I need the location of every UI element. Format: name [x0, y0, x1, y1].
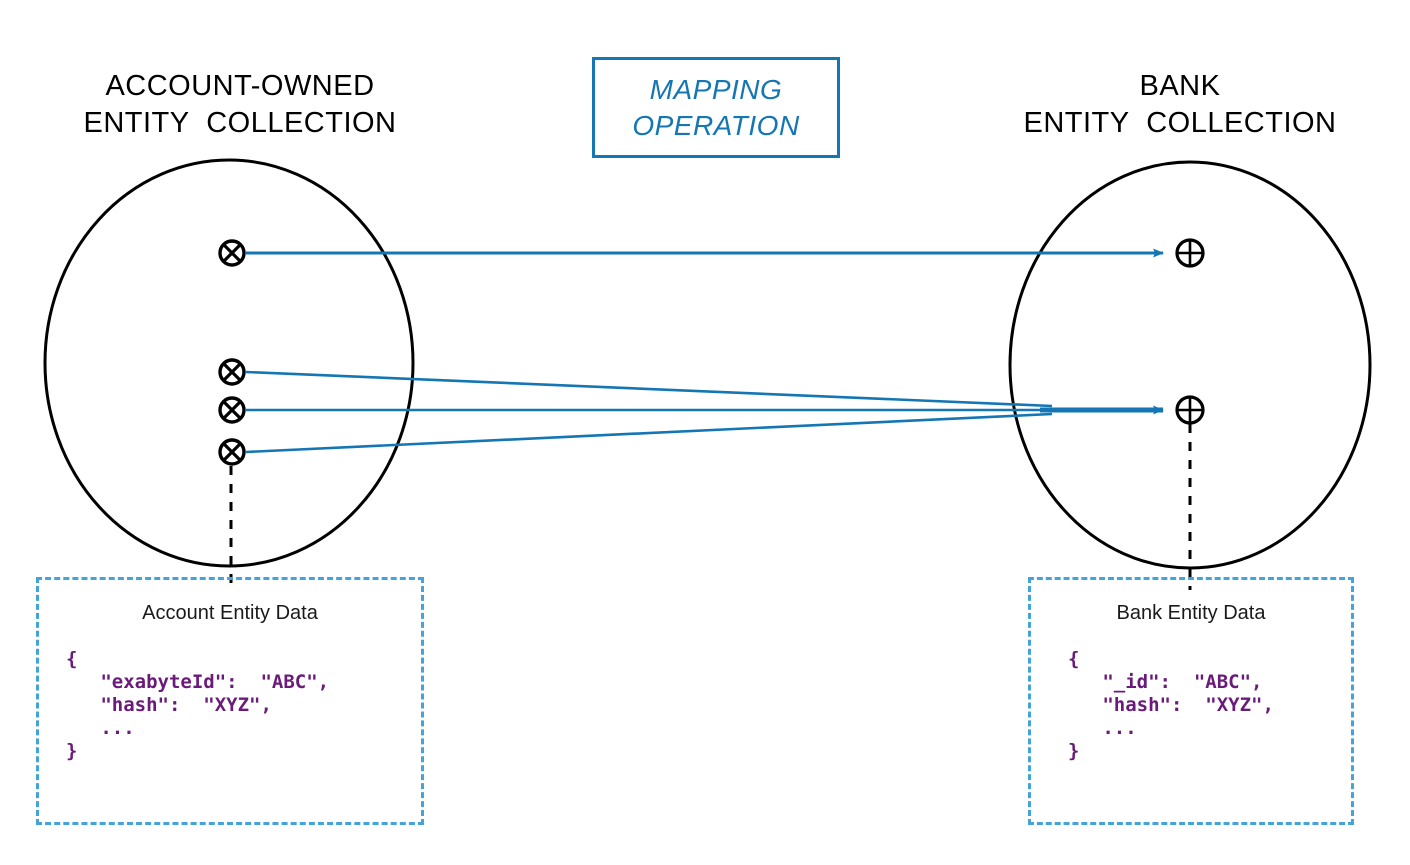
bank-collection-ellipse: [1008, 160, 1372, 570]
left-collection-title: ACCOUNT-OWNED ENTITY COLLECTION: [83, 70, 397, 139]
account-owned-collection-ellipse: [43, 158, 415, 568]
bank-entity-data-code: { "_id": "ABC", "hash": "XYZ", ... }: [1068, 648, 1274, 762]
account-entity-data-box: Account Entity Data { "exabyteId": "ABC"…: [36, 577, 424, 825]
mapping-operation-box: MAPPING OPERATION: [592, 57, 840, 158]
mapping-line-2: [245, 370, 1053, 408]
account-entity-data-code: { "exabyteId": "ABC", "hash": "XYZ", ...…: [66, 648, 330, 762]
circled-x-icon: [218, 438, 246, 466]
bank-entity-data-title: Bank Entity Data: [1116, 602, 1266, 624]
account-entity-markers: [218, 239, 246, 466]
right-collection-title: BANK ENTITY COLLECTION: [1023, 70, 1337, 139]
account-entity-data-title: Account Entity Data: [142, 602, 318, 624]
circled-plus-icon: [1175, 238, 1205, 268]
mapping-operation-label-line2: OPERATION: [632, 109, 800, 141]
mapping-connector-lines: [245, 248, 1164, 454]
circled-plus-icon: [1175, 395, 1205, 425]
circled-x-icon: [218, 358, 246, 386]
circled-x-icon: [218, 239, 246, 267]
bank-entity-markers: [1175, 238, 1205, 425]
mapping-operation-label-line1: MAPPING: [649, 73, 783, 105]
circled-x-icon: [218, 396, 246, 424]
mapping-line-4: [245, 412, 1053, 454]
bank-entity-data-box: Bank Entity Data { "_id": "ABC", "hash":…: [1028, 577, 1354, 825]
